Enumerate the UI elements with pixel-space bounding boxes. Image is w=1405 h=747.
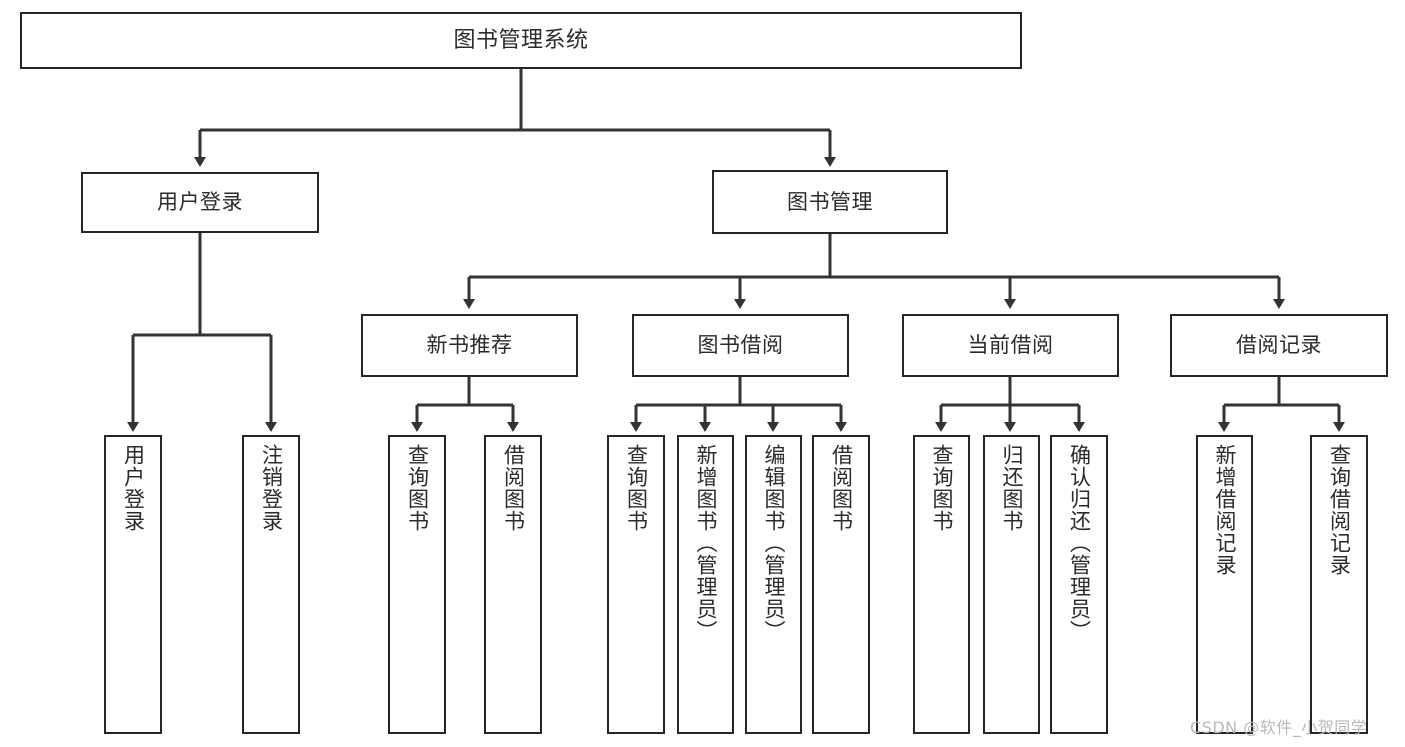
leaf-new-book-borrow[interactable]: 借阅图书 xyxy=(484,435,542,734)
node-label: 用户登录 xyxy=(157,190,243,215)
leaf-borrow-record-query[interactable]: 查询借阅记录 xyxy=(1310,435,1368,734)
node-label: 查询图书 xyxy=(405,444,430,532)
leaf-book-borrow-lend[interactable]: 借阅图书 xyxy=(812,435,870,734)
node-label: 编辑图书（管理员） xyxy=(762,444,786,642)
leaf-user-login-logout[interactable]: 注销登录 xyxy=(242,435,300,734)
node-label: 查询图书 xyxy=(930,444,954,532)
node-root-system[interactable]: 图书管理系统 xyxy=(20,12,1022,69)
node-label: 借阅图书 xyxy=(829,444,854,532)
node-current-borrow[interactable]: 当前借阅 xyxy=(902,314,1119,377)
leaf-current-borrow-confirm-return[interactable]: 确认归还（管理员） xyxy=(1050,435,1108,734)
node-label: 新书推荐 xyxy=(426,333,513,358)
node-label: 借阅图书 xyxy=(501,444,526,532)
node-user-login[interactable]: 用户登录 xyxy=(81,172,319,233)
leaf-borrow-record-add[interactable]: 新增借阅记录 xyxy=(1196,435,1253,734)
leaf-current-borrow-query[interactable]: 查询图书 xyxy=(913,435,970,734)
leaf-book-borrow-add[interactable]: 新增图书（管理员） xyxy=(677,435,734,734)
node-label: 注销登录 xyxy=(259,444,284,532)
node-label: 查询图书 xyxy=(624,444,649,532)
leaf-book-borrow-query[interactable]: 查询图书 xyxy=(607,435,665,734)
node-label: 借阅记录 xyxy=(1236,333,1322,358)
node-book-management[interactable]: 图书管理 xyxy=(712,170,948,234)
node-label: 新增图书（管理员） xyxy=(694,444,718,642)
node-new-book-recommend[interactable]: 新书推荐 xyxy=(361,314,578,377)
node-label: 用户登录 xyxy=(121,444,146,532)
node-label: 确认归还（管理员） xyxy=(1067,444,1092,642)
node-label: 查询借阅记录 xyxy=(1327,444,1352,576)
node-label: 图书管理 xyxy=(787,189,873,214)
leaf-current-borrow-return[interactable]: 归还图书 xyxy=(983,435,1040,734)
node-label: 当前借阅 xyxy=(967,333,1054,358)
leaf-book-borrow-edit[interactable]: 编辑图书（管理员） xyxy=(745,435,802,734)
node-borrow-record[interactable]: 借阅记录 xyxy=(1170,314,1388,377)
node-label: 图书借阅 xyxy=(697,333,784,358)
leaf-new-book-query[interactable]: 查询图书 xyxy=(388,435,446,734)
node-label: 图书管理系统 xyxy=(453,27,589,53)
watermark: CSDN @软件_小贺同学 xyxy=(1190,718,1368,737)
node-label: 新增借阅记录 xyxy=(1213,444,1237,576)
leaf-user-login-login[interactable]: 用户登录 xyxy=(104,435,162,734)
node-label: 归还图书 xyxy=(1000,444,1024,532)
node-book-borrow[interactable]: 图书借阅 xyxy=(632,314,849,377)
